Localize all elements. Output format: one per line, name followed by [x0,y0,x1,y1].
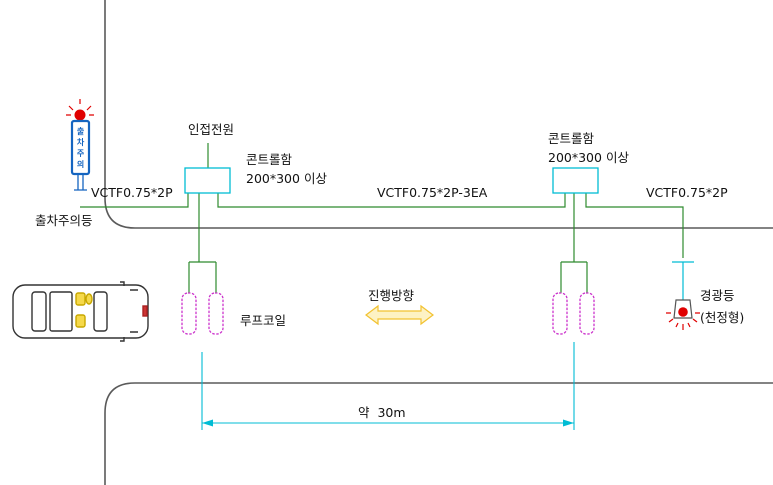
loop-coil-label: 루프코일 [240,313,286,328]
warning-light-label-2: (천정형) [700,310,744,325]
cable-right-loop-feed [560,193,588,293]
road-edges [104,0,773,485]
cable-middle-label: VCTF0.75*2P-3EA [377,185,488,200]
car-windshield-rear [31,291,47,332]
sign-char-1: 출 [77,126,85,136]
car-seat-left [75,292,86,306]
car-body [12,284,149,339]
car-windshield-front [93,291,108,332]
adjacent-power-label: 인접전원 [188,122,234,137]
distance-dimension [201,342,575,430]
loop-coil-left-2 [208,292,224,335]
sign-panel [70,119,91,176]
warning-lamp-icon [678,307,688,317]
control-box-left-label-2: 200*300 이상 [246,171,327,186]
travel-direction-label: 진행방향 [368,288,415,303]
control-box-left-label-1: 콘트롤함 [246,152,293,167]
warning-light-label-1: 경광등 [700,288,735,303]
travel-direction-arrow [365,304,434,326]
dimension-arrow-right [563,419,574,427]
road-lower-edge [104,382,773,485]
cable-to-exit-light [80,193,189,208]
car-headlight [142,305,148,317]
exit-warning-light: 출 차 주 의 [66,99,94,191]
control-box-right [552,167,599,194]
road-upper-edge [104,0,773,229]
distance-label: 약 30m [358,405,406,420]
sign-base [74,174,87,191]
steering-wheel [85,293,93,305]
car-mirror-bottom [120,337,125,342]
cable-between-boxes [217,193,566,208]
control-box-left [184,167,231,194]
dimension-arrow-left [202,419,213,427]
cable-left-label: VCTF0.75*2P [91,185,173,200]
car-front-detail [130,289,138,333]
car-mirror-top [120,281,125,286]
sign-char-3: 주 [77,149,85,158]
cable-left-loop-feed [188,193,217,293]
warning-rays-icon [666,312,700,330]
control-box-right-label-1: 콘트롤함 [548,131,595,146]
beacon-icon [74,109,86,121]
cables [80,143,684,293]
ceiling-mount [672,261,694,300]
loop-coil-right-1 [552,292,568,335]
sign-char-4: 의 [77,159,84,169]
car-seat-right [75,314,86,328]
sign-char-2: 차 [77,137,85,147]
control-box-right-label-2: 200*300 이상 [548,150,629,165]
warning-rays-top-icon [66,99,94,116]
ceiling-warning-light [666,261,700,330]
car-roof [49,291,73,332]
loop-coil-right-2 [579,292,595,335]
exit-warning-light-label: 출차주의등 [35,213,93,228]
car-icon [12,281,149,342]
loop-coils [181,292,595,335]
cable-right-label: VCTF0.75*2P [646,185,728,200]
cable-to-warning-light [585,193,684,258]
loop-coil-left-1 [181,292,197,335]
